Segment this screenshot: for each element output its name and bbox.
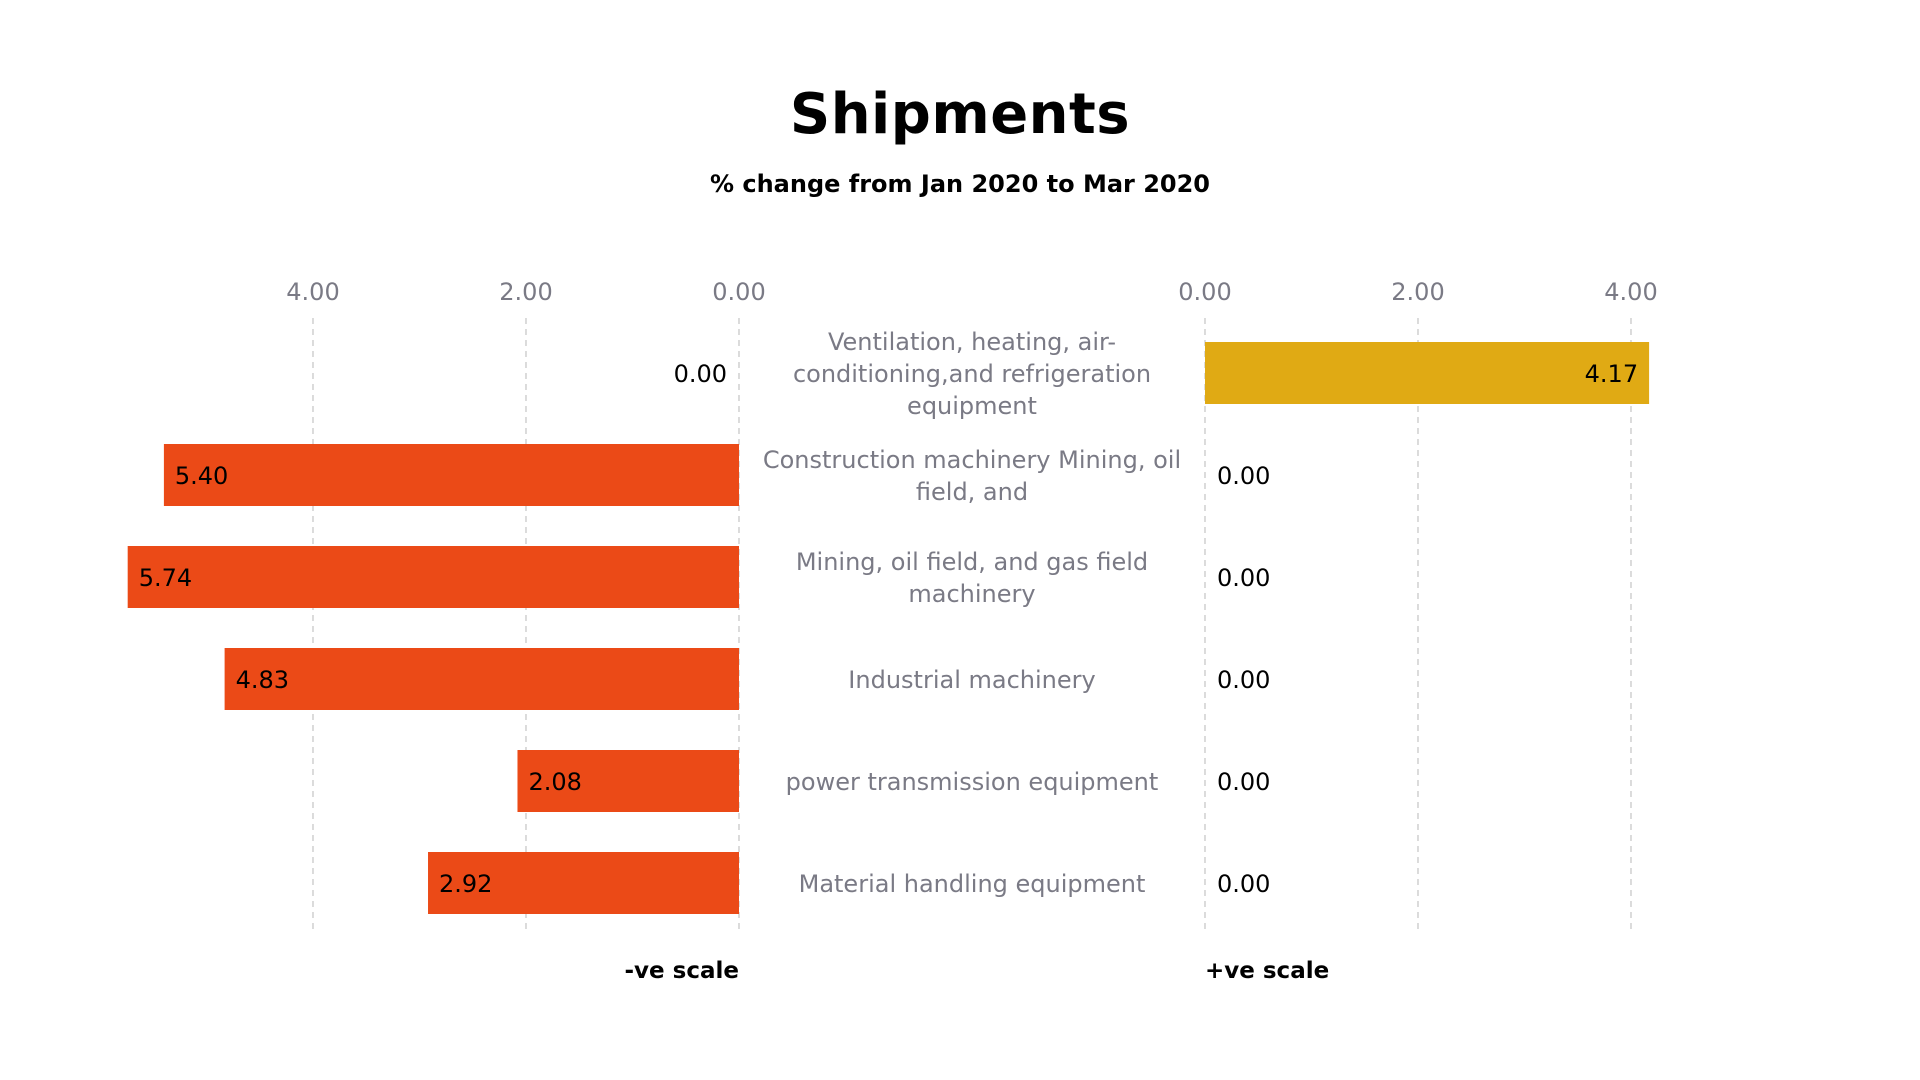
negative-bar xyxy=(127,546,739,608)
category-label: equipment xyxy=(907,392,1037,420)
negative-bar-label: 5.40 xyxy=(175,462,228,490)
positive-bar xyxy=(1205,342,1650,404)
negative-bar xyxy=(224,648,740,710)
category-label: machinery xyxy=(908,580,1035,608)
category-label: field, and xyxy=(916,478,1028,506)
positive-bar-label: 0.00 xyxy=(1217,870,1270,898)
category-label: Material handling equipment xyxy=(799,870,1146,898)
category-label: Construction machinery Mining, oil xyxy=(763,446,1181,474)
right-tick-label: 4.00 xyxy=(1604,278,1657,306)
positive-bar-label: 0.00 xyxy=(1217,564,1270,592)
negative-bar-label: 0.00 xyxy=(674,360,727,388)
negative-bar-label: 2.92 xyxy=(439,870,492,898)
negative-bar xyxy=(163,444,739,506)
category-label: Industrial machinery xyxy=(848,666,1095,694)
left-tick-label: 4.00 xyxy=(286,278,339,306)
negative-bar-label: 4.83 xyxy=(236,666,289,694)
category-label: power transmission equipment xyxy=(786,768,1159,796)
chart-subtitle: % change from Jan 2020 to Mar 2020 xyxy=(709,170,1211,198)
positive-bar-label: 0.00 xyxy=(1217,666,1270,694)
category-label: conditioning,and refrigeration xyxy=(793,360,1151,388)
left-tick-label: 2.00 xyxy=(499,278,552,306)
left-tick-label: 0.00 xyxy=(712,278,765,306)
negative-bar xyxy=(517,750,739,812)
right-tick-label: 2.00 xyxy=(1391,278,1444,306)
negative-scale-label: -ve scale xyxy=(625,958,739,984)
negative-bar-label: 2.08 xyxy=(528,768,581,796)
category-label: Ventilation, heating, air- xyxy=(828,328,1116,356)
category-label: Mining, oil field, and gas field xyxy=(796,548,1148,576)
negative-bar xyxy=(428,852,739,914)
negative-bar-label: 5.74 xyxy=(139,564,192,592)
right-tick-label: 0.00 xyxy=(1178,278,1231,306)
positive-bar-label: 0.00 xyxy=(1217,462,1270,490)
chart-title: Shipments xyxy=(789,82,1131,147)
positive-bar-label: 0.00 xyxy=(1217,768,1270,796)
positive-scale-label: +ve scale xyxy=(1205,958,1329,984)
positive-bar-label: 4.17 xyxy=(1585,360,1638,388)
